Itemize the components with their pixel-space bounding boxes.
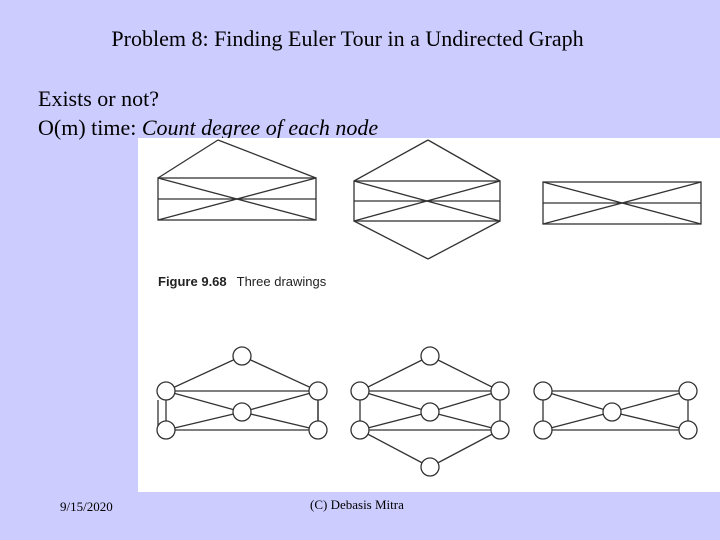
- node: [420, 346, 440, 366]
- bullet-complexity: O(m) time: Count degree of each node: [38, 115, 378, 141]
- node: [420, 402, 440, 422]
- figure-scan: Figure 9.68 Three drawings: [138, 138, 720, 492]
- drawing-3-bottom: [542, 390, 689, 431]
- bullet-exists: Exists or not?: [38, 86, 159, 111]
- figure-caption-text: Three drawings: [236, 274, 327, 289]
- node: [350, 420, 370, 440]
- complexity-prefix: O(m) time:: [38, 115, 142, 140]
- drawing-1-top: [157, 139, 317, 221]
- node: [232, 402, 252, 422]
- node: [602, 402, 622, 422]
- slide-title: Problem 8: Finding Euler Tour in a Undir…: [111, 26, 584, 51]
- node: [533, 381, 553, 401]
- node: [232, 346, 252, 366]
- node: [308, 420, 328, 440]
- node: [678, 420, 698, 440]
- node: [490, 381, 510, 401]
- footer-author: (C) Debasis Mitra: [310, 497, 404, 512]
- drawing-3-top: [542, 181, 702, 225]
- node: [156, 381, 176, 401]
- node: [420, 457, 440, 477]
- node: [156, 420, 176, 440]
- node: [490, 420, 510, 440]
- footer-date: 9/15/2020: [60, 499, 113, 514]
- figure-caption-label: Figure 9.68: [158, 274, 227, 289]
- node: [350, 381, 370, 401]
- node: [678, 381, 698, 401]
- node: [308, 381, 328, 401]
- drawing-2-top: [353, 139, 501, 260]
- figure-caption: Figure 9.68 Three drawings: [158, 274, 326, 289]
- graph-drawings: [156, 139, 702, 477]
- node: [533, 420, 553, 440]
- complexity-method: Count degree of each node: [141, 115, 379, 140]
